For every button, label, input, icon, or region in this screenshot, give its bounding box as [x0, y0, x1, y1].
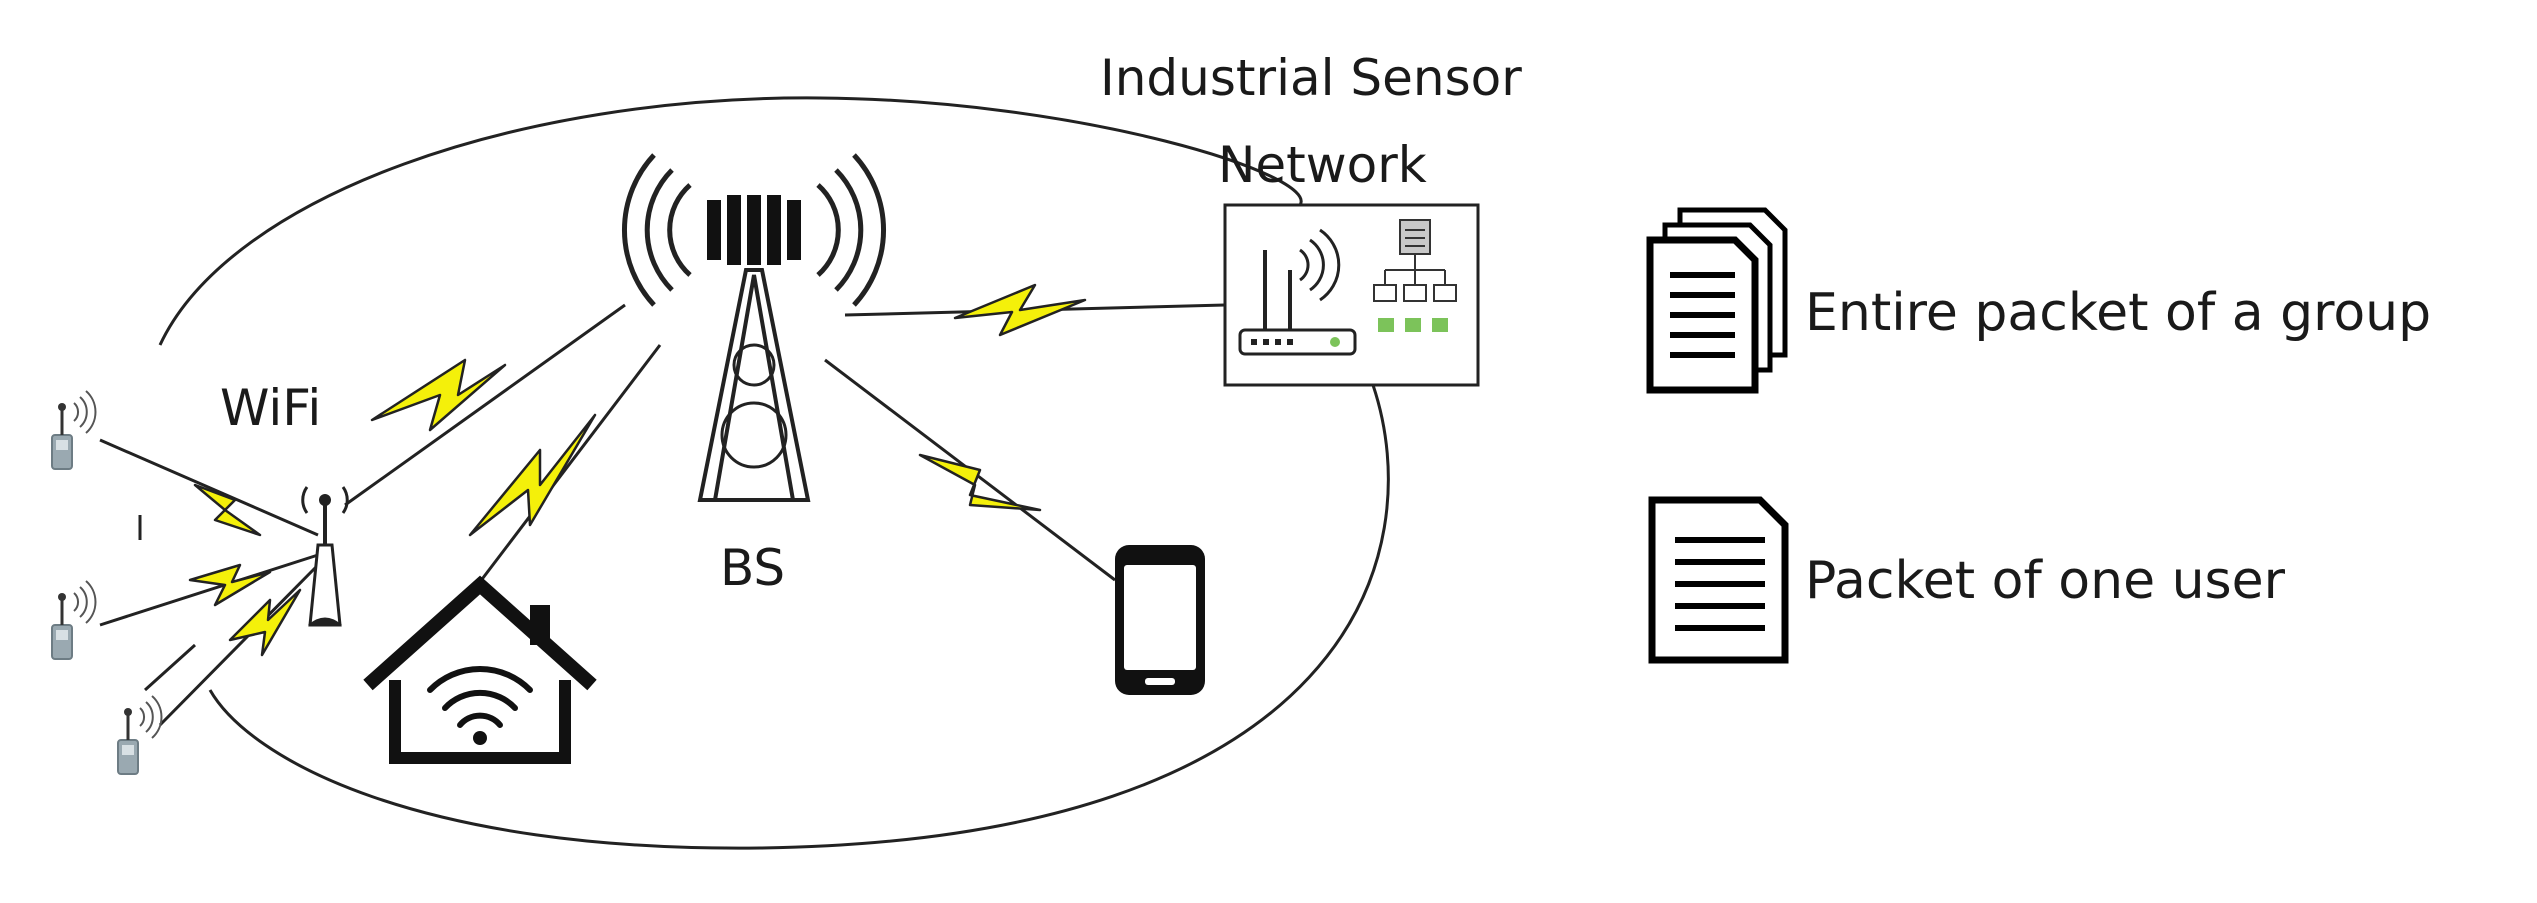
lightning-link-icon [193, 483, 262, 537]
lightning-link-icon [468, 413, 597, 537]
sensor-icon [50, 579, 97, 661]
lightning-link-icon [918, 453, 1042, 512]
network-switch-icon [1373, 219, 1457, 332]
sensor-icon [116, 694, 163, 776]
smartphone-icon [1115, 545, 1205, 695]
wifi-label: WiFi [220, 379, 321, 437]
sensor-links [99, 438, 320, 727]
document-stack-icon [1646, 207, 1788, 394]
smart-home-icon [363, 575, 597, 764]
wireless-router-icon [1238, 228, 1357, 356]
industrial-label-line1: Industrial Sensor [1100, 49, 1522, 107]
document-icon [1648, 496, 1789, 664]
industrial-sensor-network [1223, 203, 1480, 387]
lightning-link-icon [228, 588, 302, 657]
lightning-link-icon [953, 283, 1087, 337]
lightning-link-icon [188, 563, 272, 607]
coverage-ellipse [158, 96, 1303, 346]
coverage-ellipse-lower [208, 384, 1390, 850]
legend-group-packet-label: Entire packet of a group [1805, 283, 2431, 343]
sensor-icon [50, 389, 97, 471]
industrial-label-line2: Network [1218, 136, 1427, 194]
bs-label: BS [720, 539, 785, 597]
lightning-link-icon [370, 358, 507, 432]
base-station-tower-icon [622, 153, 886, 502]
wifi-router-icon [301, 486, 349, 627]
legend-user-packet-label: Packet of one user [1805, 551, 2286, 611]
lightning-links [188, 283, 1087, 657]
